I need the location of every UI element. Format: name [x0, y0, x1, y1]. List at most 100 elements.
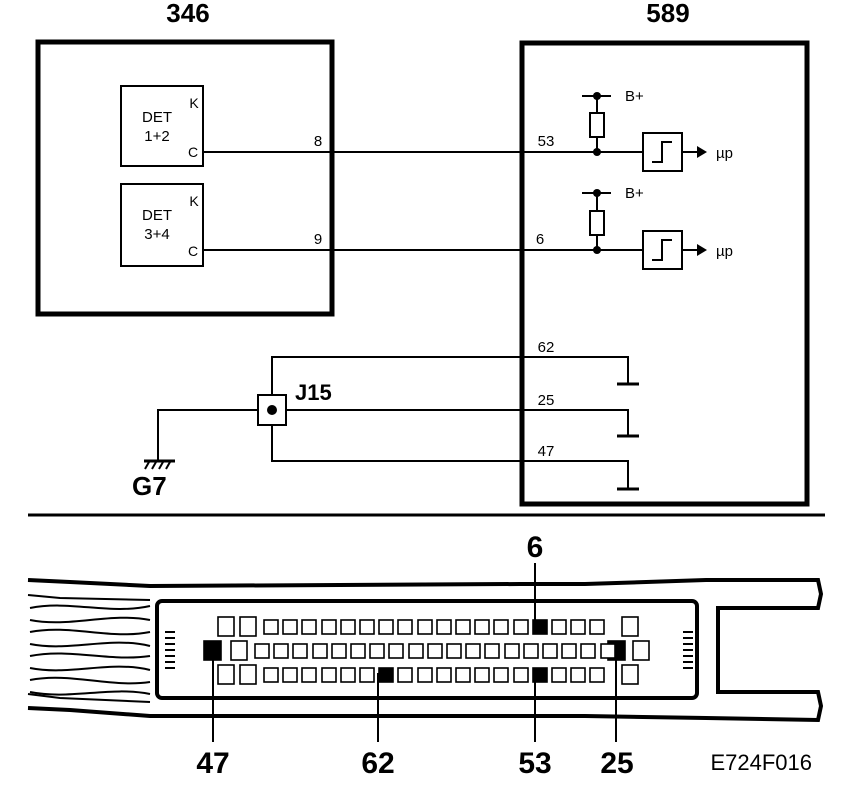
connector-pin — [312, 643, 328, 659]
detector-label-line2: 1+2 — [144, 128, 169, 145]
connector-pin — [551, 667, 567, 683]
connector-pin — [282, 667, 298, 683]
connector-pin — [254, 643, 270, 659]
supply-label: B+ — [625, 88, 644, 105]
module-346-number: 346 — [166, 0, 209, 28]
pin-c-label: C — [188, 144, 198, 160]
ground-lead-62 — [522, 356, 629, 384]
connector-pin-label-6: 6 — [527, 531, 544, 564]
connector-pin — [408, 643, 424, 659]
figure-code: E724F016 — [710, 750, 812, 775]
connector-pin — [493, 619, 509, 635]
connector-pin — [436, 619, 452, 635]
connector-cavity-large — [239, 664, 257, 685]
pullup-resistor — [589, 210, 605, 236]
connector-pin — [589, 667, 605, 683]
connector-pin — [427, 643, 443, 659]
detector-label-line1: DET — [142, 109, 172, 126]
connector-pin — [523, 643, 539, 659]
connector-pin — [474, 619, 490, 635]
connector-pin — [436, 667, 452, 683]
connector-pin — [542, 643, 558, 659]
junction-node — [267, 405, 277, 415]
module-346: 346 DET 1+2 K C DET 3+4 K C — [35, 0, 335, 317]
connector-pin — [551, 619, 567, 635]
module-589-number: 589 — [646, 0, 689, 28]
connector-pin — [561, 643, 577, 659]
pin-label-9: 9 — [314, 231, 322, 248]
detector-label-line1: DET — [142, 207, 172, 224]
connector-pin — [263, 667, 279, 683]
connector-cavity-large — [621, 616, 639, 637]
junction-label: J15 — [295, 380, 332, 405]
connector-pin-highlighted — [532, 619, 548, 635]
connector-pin — [446, 643, 462, 659]
locking-ridges — [165, 631, 693, 669]
connector-pin — [513, 619, 529, 635]
housing-edge — [27, 693, 151, 703]
pullup-resistor — [589, 112, 605, 138]
connector-pin — [340, 667, 356, 683]
arrow-right-icon — [697, 146, 707, 158]
connector-cavity-large — [217, 664, 235, 685]
module-346-frame — [35, 39, 335, 317]
connector-pin — [589, 619, 605, 635]
connector-pin-highlighted — [378, 667, 394, 683]
connector-cavity-large — [621, 664, 639, 685]
connector-pin — [455, 667, 471, 683]
connector-pin — [484, 643, 500, 659]
detector-1-2: DET 1+2 K C — [120, 85, 204, 167]
connector-pin — [378, 619, 394, 635]
connector-pin — [350, 643, 366, 659]
detector-box — [120, 183, 204, 267]
connector-pin — [417, 667, 433, 683]
cable-bundle — [29, 604, 151, 696]
connector-pin — [397, 619, 413, 635]
ground-label: G7 — [132, 471, 167, 501]
pin-label-25: 25 — [538, 392, 555, 409]
pin-label-6: 6 — [536, 231, 544, 248]
arrow-right-icon — [697, 244, 707, 256]
connector-pin-label-53: 53 — [518, 747, 551, 780]
connector-pin — [321, 619, 337, 635]
chassis-ground-icon — [144, 459, 175, 470]
connector-pin — [455, 619, 471, 635]
connector-view: 6 47 62 53 25 — [27, 531, 824, 780]
junction-j15: J15 — [157, 356, 522, 462]
internal-grounds — [522, 356, 639, 491]
connector-pin — [570, 667, 586, 683]
connector-pin — [359, 667, 375, 683]
pin-leaders — [212, 563, 617, 742]
connector-pin — [331, 643, 347, 659]
connector-pin — [474, 667, 490, 683]
trigger-symbol — [652, 141, 672, 163]
pin-k-label: K — [189, 95, 199, 111]
connector-pin — [301, 619, 317, 635]
connector-pin — [321, 667, 337, 683]
connector-pin — [580, 643, 596, 659]
ground-lead-25 — [522, 409, 629, 436]
connector-cavity-large — [239, 616, 257, 637]
connector-pin — [600, 643, 616, 659]
pin-k-label: K — [189, 193, 199, 209]
output-label: µp — [716, 243, 733, 260]
pin-label-62: 62 — [538, 339, 555, 356]
junction-box — [257, 394, 287, 426]
connector-pin — [359, 619, 375, 635]
detector-box — [120, 85, 204, 167]
pin-c-label: C — [188, 243, 198, 259]
input-channel-6: B+ µp — [582, 185, 733, 270]
connector-pin — [292, 643, 308, 659]
supply-label: B+ — [625, 185, 644, 202]
input-channel-53: B+ µp — [582, 88, 733, 172]
connector-pin — [388, 643, 404, 659]
connector-cavity-large — [632, 640, 650, 661]
connector-cavity-large — [230, 640, 248, 661]
wire-j15-to-47 — [271, 425, 522, 462]
connector-pin — [263, 619, 279, 635]
detector-3-4: DET 3+4 K C — [120, 183, 204, 267]
pin-label-53: 53 — [538, 133, 555, 150]
output-label: µp — [716, 145, 733, 162]
